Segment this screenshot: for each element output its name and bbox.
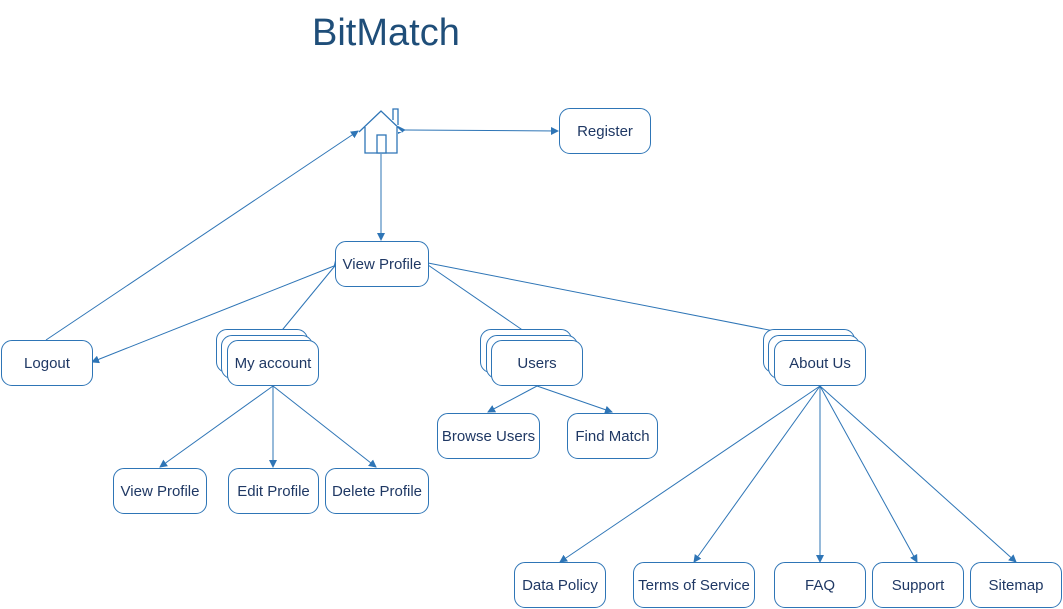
support-node[interactable]: Support xyxy=(872,562,964,608)
data-policy-node[interactable]: Data Policy xyxy=(514,562,606,608)
edge-viewprofile-myaccount xyxy=(273,259,342,341)
edge-myaccount-deleteprofile xyxy=(272,385,377,468)
find-match-node[interactable]: Find Match xyxy=(567,413,658,459)
edge-users-findmatch xyxy=(536,385,613,414)
users-node[interactable]: Users xyxy=(491,340,583,386)
logout-node[interactable]: Logout xyxy=(1,340,93,386)
home-icon[interactable] xyxy=(357,106,405,154)
register-node[interactable]: Register xyxy=(559,108,651,154)
terms-of-service-node[interactable]: Terms of Service xyxy=(633,562,755,608)
my-account-node[interactable]: My account xyxy=(227,340,319,386)
edge-myaccount-viewprofile xyxy=(159,385,274,468)
edge-aboutus-datapolicy xyxy=(559,385,821,563)
edit-profile-node[interactable]: Edit Profile xyxy=(228,468,319,514)
faq-node[interactable]: FAQ xyxy=(774,562,866,608)
edge-home-register xyxy=(397,125,559,135)
edge-viewprofile-aboutus xyxy=(420,257,821,343)
delete-profile-node[interactable]: Delete Profile xyxy=(325,468,429,514)
sitemap-node[interactable]: Sitemap xyxy=(970,562,1062,608)
edge-aboutus-sitemap xyxy=(819,385,1017,563)
about-us-node[interactable]: About Us xyxy=(774,340,866,386)
diagram-title: BitMatch xyxy=(312,12,460,54)
browse-users-node[interactable]: Browse Users xyxy=(437,413,540,459)
view-profile-node[interactable]: View Profile xyxy=(335,241,429,287)
my-account-view-profile-node[interactable]: View Profile xyxy=(113,468,207,514)
edge-aboutus-support xyxy=(819,385,918,563)
edge-users-browse xyxy=(487,385,538,413)
edge-logout-home xyxy=(45,130,359,341)
edge-aboutus-terms xyxy=(693,385,821,563)
